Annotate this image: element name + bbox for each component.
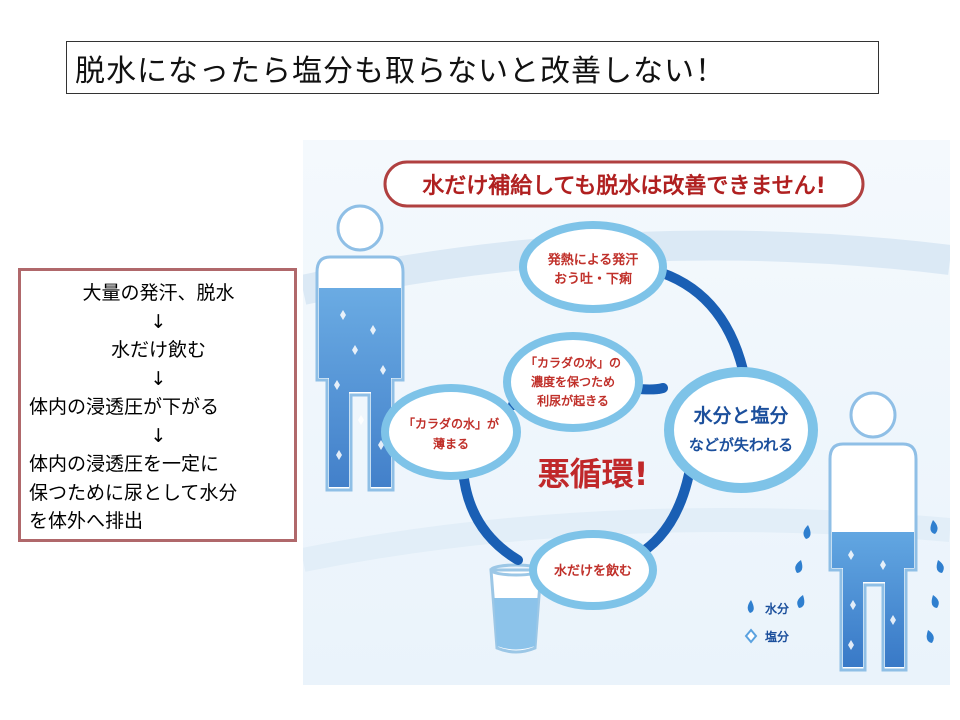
legend: 水分 塩分 — [744, 600, 789, 644]
svg-text:水分と塩分: 水分と塩分 — [693, 404, 788, 427]
legend-salt: 塩分 — [765, 629, 789, 644]
svg-text:水だけを飲む: 水だけを飲む — [554, 563, 632, 579]
explanation-line: 水だけ飲む — [110, 339, 206, 361]
svg-text:「カラダの水」の: 「カラダの水」の — [525, 355, 621, 370]
node-left: 「カラダの水」が 薄まる — [381, 384, 521, 480]
person-water-lost — [795, 391, 944, 672]
svg-text:利尿が起きる: 利尿が起きる — [537, 393, 609, 408]
cycle-center-label: 悪循環! — [538, 455, 649, 493]
flow-arrow: ↓ — [150, 310, 167, 333]
water-drop-icon — [747, 600, 754, 613]
explanation-line: を体外へ排出 — [29, 510, 144, 532]
water-glass-icon — [489, 563, 543, 654]
explanation-box: 大量の発汗、脱水 ↓ 水だけ飲む ↓ 体内の浸透圧が下がる ↓ 体内の浸透圧を一定に保つため… — [18, 268, 297, 542]
banner-text: 水だけ補給しても脱水は改善できません! — [422, 173, 826, 199]
explanation-line: 保つために尿として水分 — [29, 481, 238, 504]
svg-text:おう吐・下痢: おう吐・下痢 — [554, 271, 632, 287]
explanation-line: 体内の浸透圧を一定に — [29, 453, 220, 475]
cycle-diagram: 水だけ補給しても脱水は改善できません! — [303, 140, 950, 685]
explanation-lines: 大量の発汗、脱水 ↓ 水だけ飲む ↓ 体内の浸透圧が下がる ↓ 体内の浸透圧を一定に保つため… — [29, 279, 288, 536]
flow-arrow: ↓ — [150, 424, 167, 447]
banner-frame — [383, 160, 865, 208]
legend-water: 水分 — [765, 601, 789, 616]
node-center: 「カラダの水」の 濃度を保つため 利尿が起きる — [503, 332, 643, 432]
node-top: 発熱による発汗 おう吐・下痢 — [519, 221, 667, 313]
slide-title: 脱水になったら塩分も取らないと改善しない！ — [66, 41, 879, 94]
arrow-bottom-to-left — [458, 465, 523, 565]
svg-text:薄まる: 薄まる — [433, 436, 469, 451]
salt-diamond-icon — [744, 628, 758, 644]
svg-text:「カラダの水」が: 「カラダの水」が — [403, 416, 499, 431]
explanation-line: 大量の発汗、脱水 — [82, 282, 235, 304]
node-right: 水分と塩分 などが失われる — [664, 367, 818, 493]
svg-text:などが失われる: などが失われる — [689, 436, 793, 454]
svg-text:発熱による発汗: 発熱による発汗 — [547, 252, 639, 268]
explanation-line: 体内の浸透圧が下がる — [29, 396, 220, 418]
node-bottom: 水だけを飲む — [529, 530, 657, 610]
flow-arrow: ↓ — [150, 367, 167, 390]
dehydration-cycle-figure: 水だけ補給しても脱水は改善できません! — [303, 140, 950, 685]
arrow-top-to-right — [648, 265, 748, 375]
svg-text:濃度を保つため: 濃度を保つため — [531, 374, 615, 389]
